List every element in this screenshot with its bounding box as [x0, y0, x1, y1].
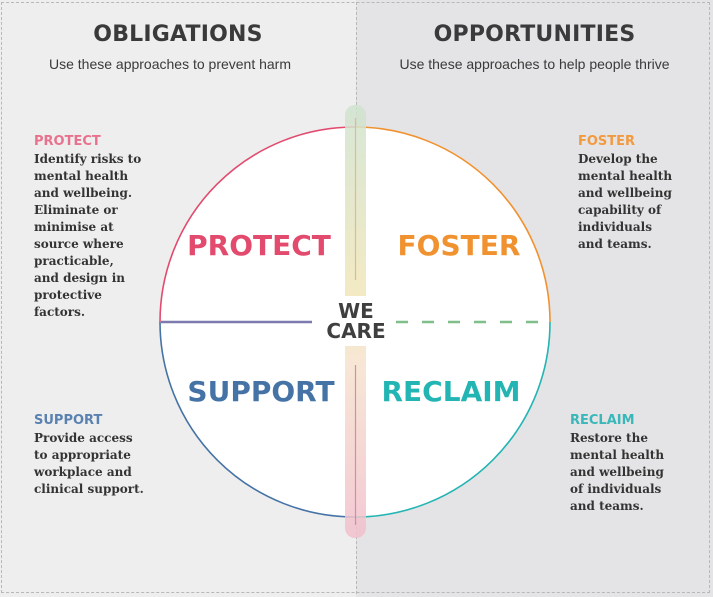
reclaim-note-title: RECLAIM — [570, 413, 635, 428]
foster-label: FOSTER — [398, 229, 521, 262]
support-label: SUPPORT — [187, 375, 334, 408]
protect-note: PROTECT Identify risks to mental health … — [34, 133, 154, 321]
support-arc — [159, 321, 356, 518]
obligations-subheading: Use these approaches to prevent harm — [48, 56, 292, 72]
protect-label: PROTECT — [187, 229, 331, 262]
obligations-heading: OBLIGATIONS — [93, 22, 263, 47]
reclaim-note-body: Restore the mental health and wellbeing … — [570, 431, 665, 513]
support-note-title: SUPPORT — [34, 413, 103, 428]
foster-note: FOSTER Develop the mental health and wel… — [578, 133, 698, 253]
opportunities-heading: OPPORTUNITIES — [433, 22, 636, 47]
protect-note-title: PROTECT — [34, 134, 101, 149]
protect-arc — [159, 126, 356, 323]
reclaim-note: RECLAIM Restore the mental health and we… — [570, 412, 695, 515]
support-note: SUPPORT Provide access to appropriate wo… — [34, 412, 164, 498]
center-label-care: CARE — [326, 319, 385, 343]
foster-note-title: FOSTER — [578, 134, 636, 149]
center-label-we: WE — [338, 299, 374, 323]
opportunities-subheading: Use these approaches to help people thri… — [399, 56, 670, 72]
foster-arc — [354, 126, 551, 323]
protect-note-body: Identify risks to mental health and well… — [34, 152, 142, 319]
support-note-body: Provide access to appropriate workplace … — [34, 431, 144, 496]
foster-note-body: Develop the mental health and wellbeing … — [578, 152, 673, 251]
reclaim-arc — [354, 321, 551, 518]
reclaim-label: RECLAIM — [381, 375, 520, 408]
center-label-bg — [318, 296, 394, 346]
